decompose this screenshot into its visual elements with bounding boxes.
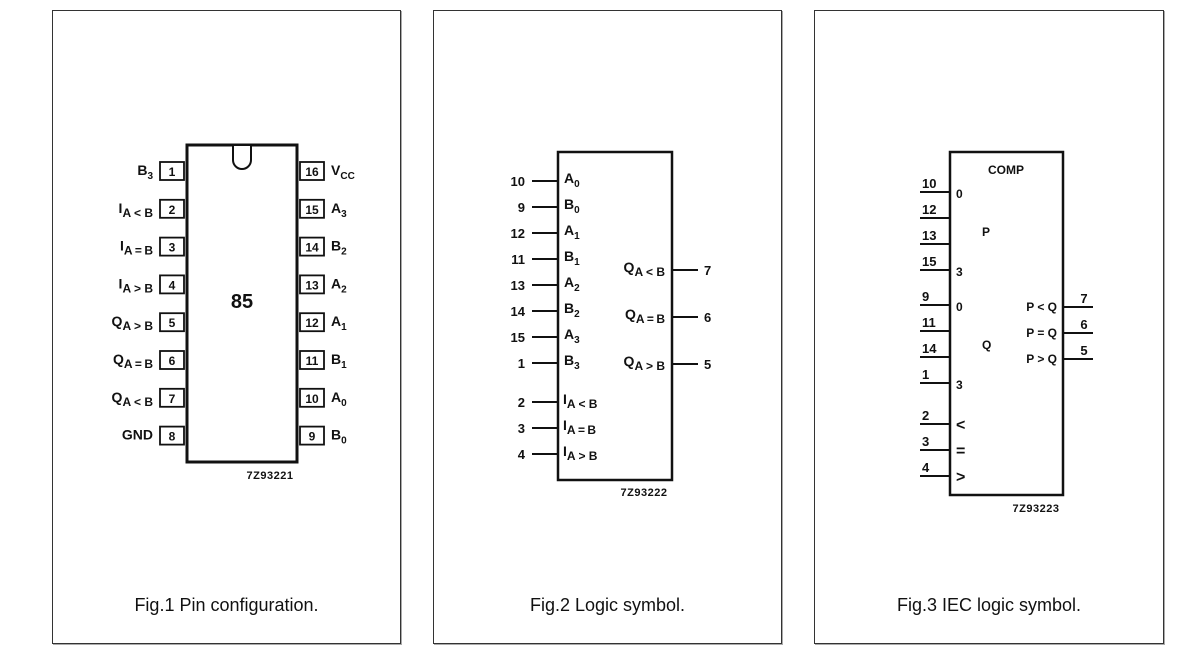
figure-2-caption: Fig.2 Logic symbol. — [529, 595, 686, 615]
figure-3-panel: Fig.3 IEC logic symbol. — [814, 10, 1164, 644]
figure-3-caption: Fig.3 IEC logic symbol. — [896, 595, 1082, 615]
figure-1-caption: Fig.1 Pin configuration. — [134, 595, 319, 615]
figure-1-panel: Fig.1 Pin configuration. — [52, 10, 401, 644]
figure-2-panel: Fig.2 Logic symbol. — [433, 10, 782, 644]
